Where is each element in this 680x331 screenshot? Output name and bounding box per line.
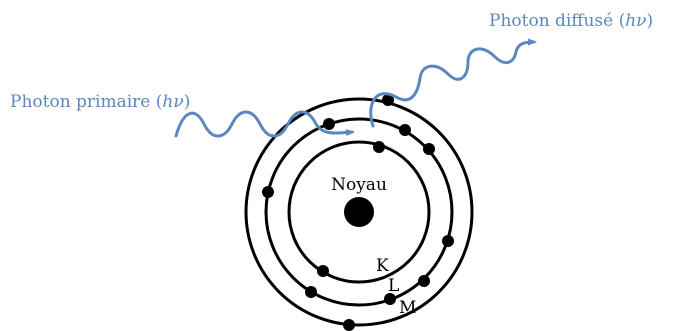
primary-photon-label: Photon primaire (hν): [10, 92, 190, 112]
primary-photon-wave: [174, 110, 355, 138]
shell-k-label: K: [376, 256, 389, 276]
electron-k: [373, 141, 385, 153]
shell-k-orbit: [287, 140, 431, 284]
shell-l-orbit: [264, 117, 454, 307]
shell-m-label: M: [399, 298, 416, 318]
electron-l: [442, 235, 454, 247]
electron-l: [262, 186, 274, 198]
electron-l: [423, 143, 435, 155]
hv-symbol: hν: [625, 11, 646, 31]
electron-l: [418, 275, 430, 287]
hv-symbol: hν: [162, 92, 183, 112]
shell-m-orbit: [244, 97, 474, 327]
electron-m: [343, 319, 355, 331]
electron-m: [382, 94, 394, 106]
electron-l: [384, 293, 396, 305]
electron-l: [323, 118, 335, 130]
electron-k: [317, 265, 329, 277]
shell-l-label: L: [388, 276, 399, 296]
scattered-photon-label: Photon diffusé (hν): [489, 11, 653, 31]
scattered-photon-wave: [369, 38, 537, 128]
electron-l: [305, 286, 317, 298]
nucleus: [344, 197, 374, 227]
nucleus-label: Noyau: [331, 175, 387, 195]
electron-l: [399, 124, 411, 136]
